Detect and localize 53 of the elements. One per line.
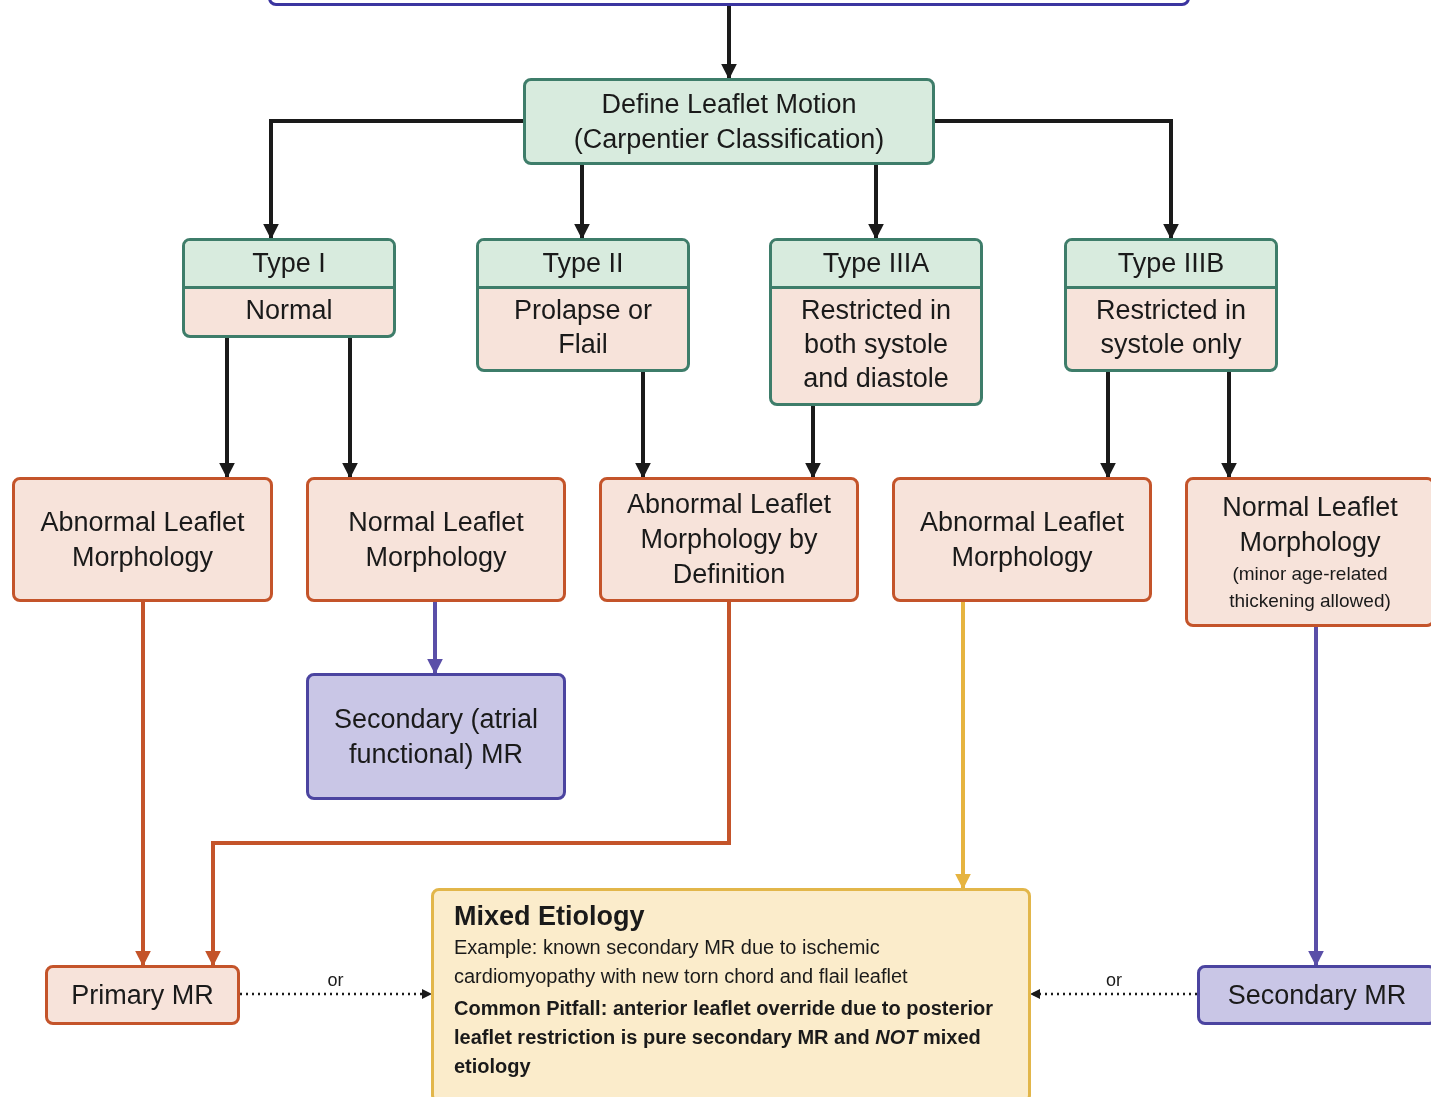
arrow xyxy=(574,165,590,240)
box-label: Primary MR xyxy=(71,978,214,1012)
morphology-box xyxy=(306,477,566,602)
morphology-box xyxy=(892,477,1152,602)
type-header: Type I xyxy=(185,241,393,289)
arrow xyxy=(135,602,151,967)
type-header: Type IIIB xyxy=(1067,241,1275,289)
type-description: Normal xyxy=(245,294,333,327)
arrow xyxy=(205,602,731,967)
outcome-box xyxy=(1197,965,1431,1025)
arrow xyxy=(935,119,1179,240)
box-label: Normal Leaflet Morphology xyxy=(1221,491,1399,559)
note-text: Common Pitfall: anterior leaflet override due to posterior leaflet restriction is pure secondary MR and NOT mixed etiology xyxy=(454,996,994,1079)
arrow xyxy=(955,602,971,890)
morphology-box xyxy=(599,477,859,602)
process-box xyxy=(523,78,935,165)
box-label: Abnormal Leaflet Morphology by Definition xyxy=(625,488,833,591)
arrow xyxy=(342,338,358,479)
arrow xyxy=(721,6,737,80)
arrow xyxy=(1308,627,1324,967)
arrow xyxy=(1100,372,1116,479)
box-label: Abnormal Leaflet Morphology xyxy=(39,505,246,574)
note-box xyxy=(431,888,1031,1097)
arrow xyxy=(868,165,884,240)
arrow xyxy=(635,372,651,479)
note-text: Example: known secondary MR due to ischemic cardiomyopathy with new torn chord and flail leaflet xyxy=(454,935,909,989)
outcome-box xyxy=(306,673,566,800)
morphology-box xyxy=(45,965,240,1025)
box-label: Secondary (atrial functional) MR xyxy=(332,702,540,771)
arrow xyxy=(805,406,821,479)
note-heading: Mixed Etiology xyxy=(454,900,646,933)
dotted-arrow xyxy=(1030,989,1197,999)
arrow xyxy=(263,119,523,240)
dotted-arrow xyxy=(240,989,432,999)
box-label: Normal Leaflet Morphology xyxy=(347,505,525,574)
morphology-box xyxy=(12,477,273,602)
type-description: Prolapse or Flail xyxy=(512,294,654,361)
arrow xyxy=(219,338,235,479)
box-label: Secondary MR xyxy=(1227,978,1407,1012)
type-description: Restricted in systole only xyxy=(1094,294,1248,361)
arrow xyxy=(427,602,443,675)
type-header: Type II xyxy=(479,241,687,289)
type-header: Type IIIA xyxy=(772,241,980,289)
arrow xyxy=(1221,372,1237,479)
morphology-box xyxy=(1185,477,1431,627)
type-description: Restricted in both systole and diastole xyxy=(799,294,953,395)
box-note: (minor age-related thickening allowed) xyxy=(1228,562,1392,613)
box-label: Abnormal Leaflet Morphology xyxy=(918,505,1126,574)
type-box xyxy=(182,238,396,338)
type-box xyxy=(769,238,983,406)
type-box xyxy=(476,238,690,372)
type-box xyxy=(1064,238,1278,372)
box-label: Define Leaflet Motion (Carpentier Classification) xyxy=(572,87,886,156)
